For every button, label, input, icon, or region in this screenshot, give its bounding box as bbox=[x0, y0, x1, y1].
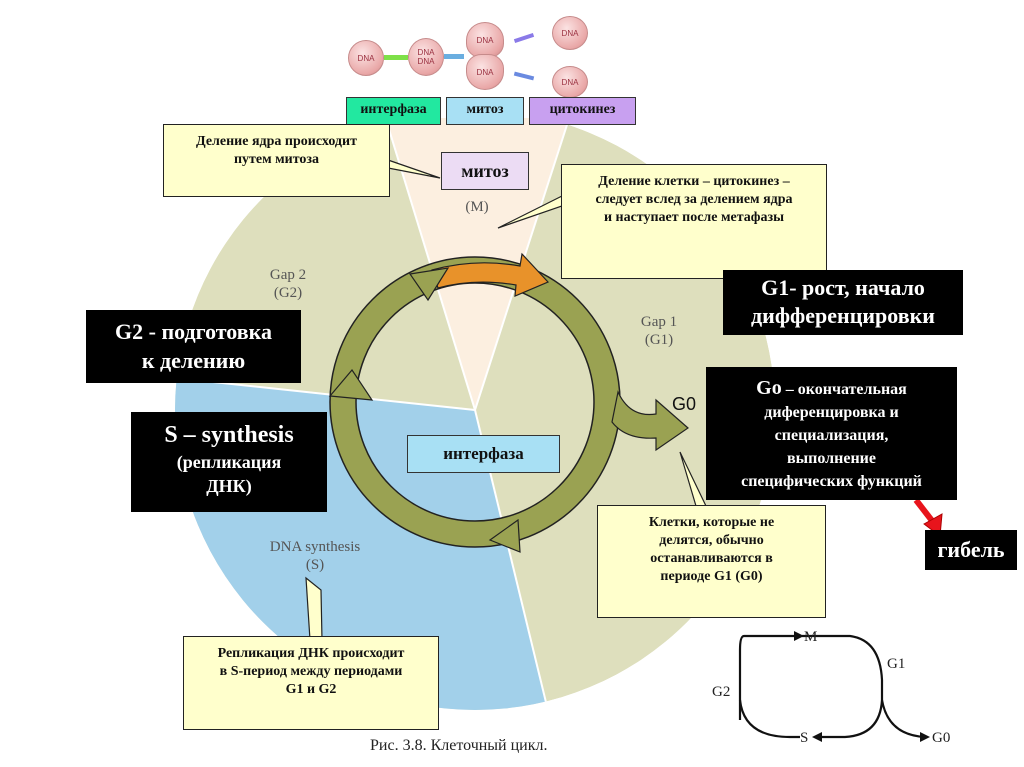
gap1-label-line: Gap 1 bbox=[640, 314, 678, 330]
s-phase-description: S – synthesis (репликация ДНК) bbox=[131, 412, 327, 512]
mitosis-label-box: митоз bbox=[441, 152, 529, 190]
g1-description-line: G1- рост, начало bbox=[761, 275, 925, 300]
note-line: Репликация ДНК происходит bbox=[217, 646, 405, 661]
s-phase-subtitle: (репликация bbox=[176, 452, 282, 472]
mini-label-s: S bbox=[800, 730, 808, 746]
synthesis-label-line: DNA synthesis bbox=[269, 539, 361, 555]
phase-tab-interphase: интерфаза bbox=[346, 97, 441, 125]
g0-description-line: специфических функций bbox=[741, 473, 922, 490]
mini-cycle-diagram bbox=[738, 634, 926, 739]
note-line: делятся, обычно bbox=[659, 533, 764, 548]
gap2-label: Gap 2 (G2) bbox=[258, 266, 318, 302]
g0-label: G0 bbox=[672, 394, 697, 414]
ring-arrowhead bbox=[488, 518, 521, 553]
note-line: следует вслед за делением ядра bbox=[595, 192, 793, 207]
g0-description: Go – окончательная диференцировка и спец… bbox=[706, 367, 957, 500]
phase-tab-mitosis: митоз bbox=[446, 97, 524, 125]
mini-label-g1: G1 bbox=[887, 656, 905, 672]
dna-cell-daughter: DNA bbox=[552, 66, 588, 98]
figure-caption: Рис. 3.8. Клеточный цикл. bbox=[370, 737, 548, 754]
note-line: останавливаются в bbox=[650, 551, 773, 566]
gap1-label-line: (G1) bbox=[644, 332, 674, 348]
synthesis-label-line: (S) bbox=[305, 557, 325, 573]
mini-label-g2: G2 bbox=[712, 684, 730, 700]
dna-cell-dividing-top: DNA bbox=[466, 22, 504, 58]
note-line: Клетки, которые не bbox=[648, 515, 775, 530]
gap2-label-line: (G2) bbox=[273, 285, 303, 301]
g2-description-line: к делению bbox=[141, 348, 246, 373]
g0-description-line: диференцировка и bbox=[764, 404, 899, 421]
cycle-ring bbox=[328, 252, 689, 553]
g0-description-line: специализация, bbox=[774, 427, 889, 444]
arrow-icon bbox=[444, 54, 464, 59]
gap1-label: Gap 1 (G1) bbox=[629, 313, 689, 349]
mini-cycle-arrowheads bbox=[794, 631, 930, 742]
arrow-icon bbox=[384, 55, 408, 60]
note-dna-replication: Репликация ДНК происходит в S-период меж… bbox=[183, 636, 439, 730]
g0-description-line: выполнение bbox=[787, 450, 876, 467]
mini-label-g0: G0 bbox=[932, 730, 950, 746]
note-line: Деление ядра происходит bbox=[196, 134, 357, 149]
note-line: Деление клетки – цитокинез – bbox=[598, 174, 790, 189]
dna-cell-daughter: DNA bbox=[552, 16, 588, 50]
s-phase-subtitle: ДНК) bbox=[206, 476, 252, 496]
g2-description: G2 - подготовка к делению bbox=[86, 310, 301, 383]
g0-title: Go bbox=[756, 377, 782, 399]
g1-description-line: дифференцировки bbox=[751, 303, 935, 328]
mini-label-m: M bbox=[804, 629, 817, 645]
dna-cell: DNA bbox=[348, 40, 384, 76]
ring-mitosis-arrow bbox=[431, 252, 550, 297]
synthesis-label: DNA synthesis (S) bbox=[240, 538, 390, 574]
interphase-label-box: интерфаза bbox=[407, 435, 560, 473]
g1-description: G1- рост, начало дифференцировки bbox=[723, 270, 963, 335]
note-line: в S-период между периодами bbox=[219, 664, 403, 679]
callout-pointers bbox=[305, 159, 707, 641]
dna-cell-replicated: DNA DNA bbox=[408, 38, 444, 76]
mitosis-sublabel: (M) bbox=[465, 199, 489, 215]
note-nucleus-division: Деление ядра происходит путем митоза bbox=[163, 124, 390, 197]
g0-exit-arrow bbox=[611, 390, 689, 452]
gap2-label-line: Gap 2 bbox=[269, 267, 307, 283]
note-cytokinesis: Деление клетки – цитокинез – следует всл… bbox=[561, 164, 827, 279]
g0-description-line: Go – окончательная bbox=[706, 377, 957, 401]
dna-cell-dividing-bottom: DNA bbox=[466, 54, 504, 90]
s-phase-title: S – synthesis bbox=[164, 422, 294, 448]
note-line: G1 и G2 bbox=[285, 682, 337, 697]
ring-arrowhead bbox=[408, 267, 450, 302]
g0-text: – окончательная bbox=[781, 381, 907, 398]
phase-tab-cytokinesis: цитокинез bbox=[529, 97, 636, 125]
note-line: путем митоза bbox=[233, 152, 320, 167]
note-line: и наступает после метафазы bbox=[603, 210, 785, 225]
g2-description-line: G2 - подготовка bbox=[115, 319, 272, 344]
death-label: гибель bbox=[925, 530, 1017, 570]
ring-arrowhead bbox=[328, 369, 374, 401]
note-line: периоде G1 (G0) bbox=[660, 569, 763, 584]
note-non-dividing-cells: Клетки, которые не делятся, обычно остан… bbox=[597, 505, 826, 618]
